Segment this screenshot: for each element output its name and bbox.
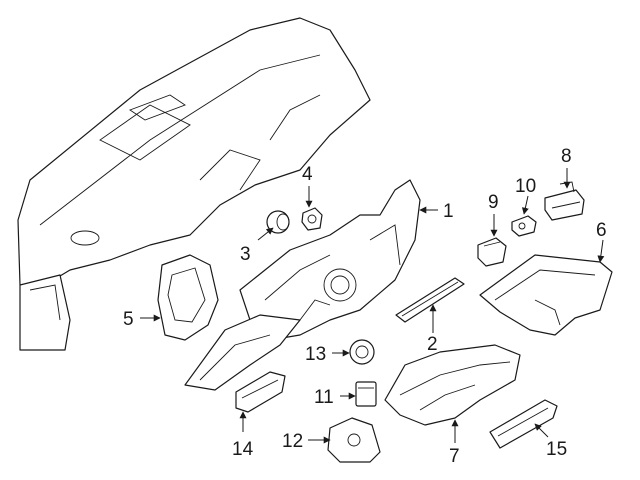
leader-6: [597, 239, 605, 263]
callout-5: 5: [123, 309, 134, 330]
leader-15: [534, 423, 549, 438]
callout-14: 14: [232, 439, 254, 460]
part-14-bin-drawing: [235, 371, 286, 413]
callout-7: 7: [449, 446, 460, 467]
part-6-panel-drawing: [479, 254, 613, 336]
callout-4: 4: [302, 164, 313, 185]
part-11-module-drawing: [355, 381, 377, 407]
leader-3: [257, 227, 274, 241]
callout-8: 8: [561, 146, 572, 167]
instrument-panel-drawing: [17, 17, 371, 351]
leader-10: [521, 195, 529, 215]
lower-trim-panel-drawing: [184, 314, 301, 391]
callout-labels: 1 2 3 4 5 6 7 8 9 10 11 12 13 14 15: [123, 146, 607, 467]
part-7-console-drawing: [384, 344, 521, 426]
callout-15: 15: [546, 439, 567, 460]
callout-1: 1: [443, 201, 454, 222]
callout-2: 2: [427, 334, 438, 355]
callout-9: 9: [488, 192, 499, 213]
part-15-rail-drawing: [489, 399, 558, 449]
part-3-bushing-drawing: [266, 210, 290, 234]
callout-11: 11: [314, 387, 334, 408]
part-12-bracket-drawing: [327, 417, 381, 463]
callout-13: 13: [305, 344, 326, 365]
callout-10: 10: [515, 176, 536, 197]
leader-lines: [140, 168, 605, 444]
callout-6: 6: [596, 220, 607, 241]
part-1-frame-drawing: [239, 179, 421, 341]
part-5-bezel-drawing: [157, 254, 219, 341]
part-2-strip-drawing: [395, 277, 465, 323]
callout-12: 12: [282, 431, 303, 452]
part-9-switch-drawing: [477, 237, 507, 267]
callout-3: 3: [240, 244, 251, 265]
part-13-grommet-drawing: [349, 339, 375, 365]
part-4-clip-drawing: [301, 207, 323, 231]
part-10-socket-drawing: [511, 215, 537, 237]
part-8-connector-drawing: [544, 181, 585, 221]
